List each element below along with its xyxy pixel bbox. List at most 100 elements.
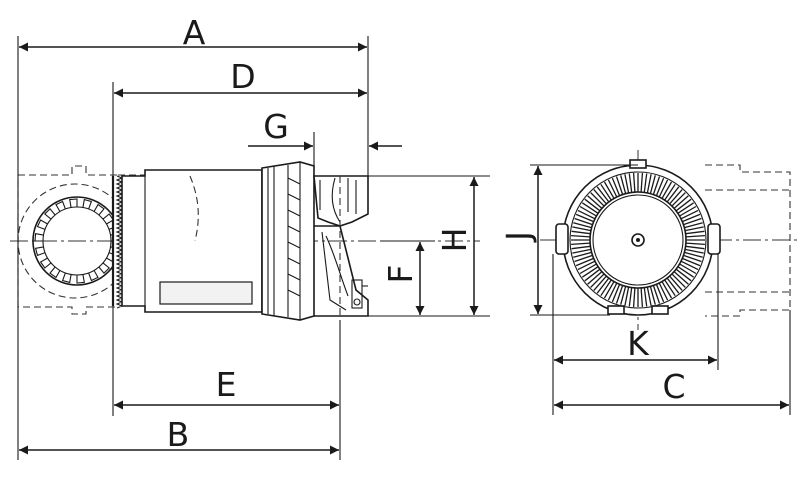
ring-rib <box>655 284 665 303</box>
ring-rib <box>581 202 599 214</box>
ring-rib <box>581 266 599 278</box>
nut-rib <box>287 193 301 201</box>
ring-rib <box>600 279 612 297</box>
front-ribbed-ring <box>571 173 705 307</box>
ring-rib <box>620 286 627 305</box>
ring-rib <box>666 186 680 203</box>
ring-rib <box>675 198 692 212</box>
ring-rib <box>572 226 592 232</box>
ring-rib <box>574 254 593 263</box>
ring-rib <box>685 242 705 246</box>
ring-rib <box>661 181 673 199</box>
ring-rib <box>587 195 603 209</box>
ring-rib <box>649 286 656 305</box>
ring-rib <box>575 213 594 223</box>
nut-rib <box>287 241 301 249</box>
ring-rib <box>571 234 591 238</box>
dim-label-e: E <box>216 365 237 404</box>
ring-rib <box>611 284 621 303</box>
dim-label-f: F <box>381 265 420 284</box>
ring-rib <box>579 205 597 217</box>
ring-rib <box>682 213 701 223</box>
ring-rib <box>683 217 702 226</box>
ring-rib <box>603 281 615 299</box>
gear-tooth <box>93 203 105 216</box>
dim-label-d: D <box>230 57 255 96</box>
ring-rib <box>573 222 592 229</box>
gear-tooth <box>98 262 111 275</box>
ring-rib <box>632 287 636 307</box>
ring-rib <box>685 245 705 250</box>
ring-rib <box>679 263 697 275</box>
dim-label-c: C <box>662 367 685 406</box>
ring-rib <box>664 279 676 297</box>
ring-rib <box>646 174 652 194</box>
ring-rib <box>679 205 697 217</box>
ring-rib <box>640 287 644 307</box>
ring-rib <box>628 287 633 307</box>
dim-label-g: G <box>263 107 289 146</box>
ring-rib <box>680 260 699 271</box>
ring-rib <box>607 179 618 198</box>
ring-rib <box>643 287 648 307</box>
gear-tooth <box>61 272 72 284</box>
ring-rib <box>666 277 680 294</box>
nut-rib <box>287 257 301 265</box>
ring-rib <box>652 285 661 304</box>
ring-rib <box>664 183 676 201</box>
ring-rib <box>593 275 607 291</box>
ring-rib <box>577 260 596 271</box>
dim-label-a: A <box>183 13 206 52</box>
ring-rib <box>584 268 601 282</box>
ring-rib <box>611 177 621 196</box>
ring-rib <box>677 202 695 214</box>
nut-ribs <box>287 177 301 297</box>
ring-rib <box>682 257 701 267</box>
side-view <box>10 161 480 321</box>
ring-rib <box>572 248 592 254</box>
front-bottom-lug <box>607 305 625 315</box>
ring-rib <box>683 254 702 263</box>
ring-rib <box>607 282 618 301</box>
ring-rib <box>655 177 665 196</box>
ring-rib <box>685 230 705 235</box>
ring-rib <box>628 173 633 193</box>
ring-rib <box>684 248 704 254</box>
ring-rib <box>661 281 673 299</box>
gear-tooth <box>39 257 52 269</box>
ring-rib <box>584 198 601 212</box>
ring-rib <box>579 263 597 275</box>
front-center-hole <box>631 233 645 247</box>
ring-rib <box>593 189 607 205</box>
ring-rib <box>652 176 661 195</box>
main-body <box>121 169 263 313</box>
ring-rib <box>658 282 669 301</box>
ring-rib <box>658 179 669 198</box>
ring-rib <box>684 222 703 229</box>
ring-rib <box>671 273 686 288</box>
ring-rib <box>600 183 612 201</box>
ring-rib <box>673 195 689 209</box>
ring-rib <box>646 286 652 306</box>
ring-rib <box>574 217 593 226</box>
gear-tooth <box>82 198 93 210</box>
coupling-nut <box>261 161 315 321</box>
ring-rib <box>573 251 592 258</box>
ring-rib <box>615 176 624 195</box>
dim-label-j: J <box>499 231 538 243</box>
ring-rib <box>675 268 692 282</box>
ring-rib <box>685 234 705 238</box>
ring-rib <box>643 173 648 193</box>
front-view <box>540 150 798 330</box>
dimension-lines <box>19 42 789 455</box>
ring-rib <box>615 285 624 304</box>
serrated-ring <box>111 175 124 309</box>
nut-rib <box>287 209 301 217</box>
gear-tooth <box>49 266 61 279</box>
ring-rib <box>640 173 644 193</box>
gear-tooth <box>43 207 56 220</box>
front-right-lug <box>707 223 721 255</box>
ring-rib <box>587 271 603 285</box>
ring-rib <box>680 209 699 220</box>
